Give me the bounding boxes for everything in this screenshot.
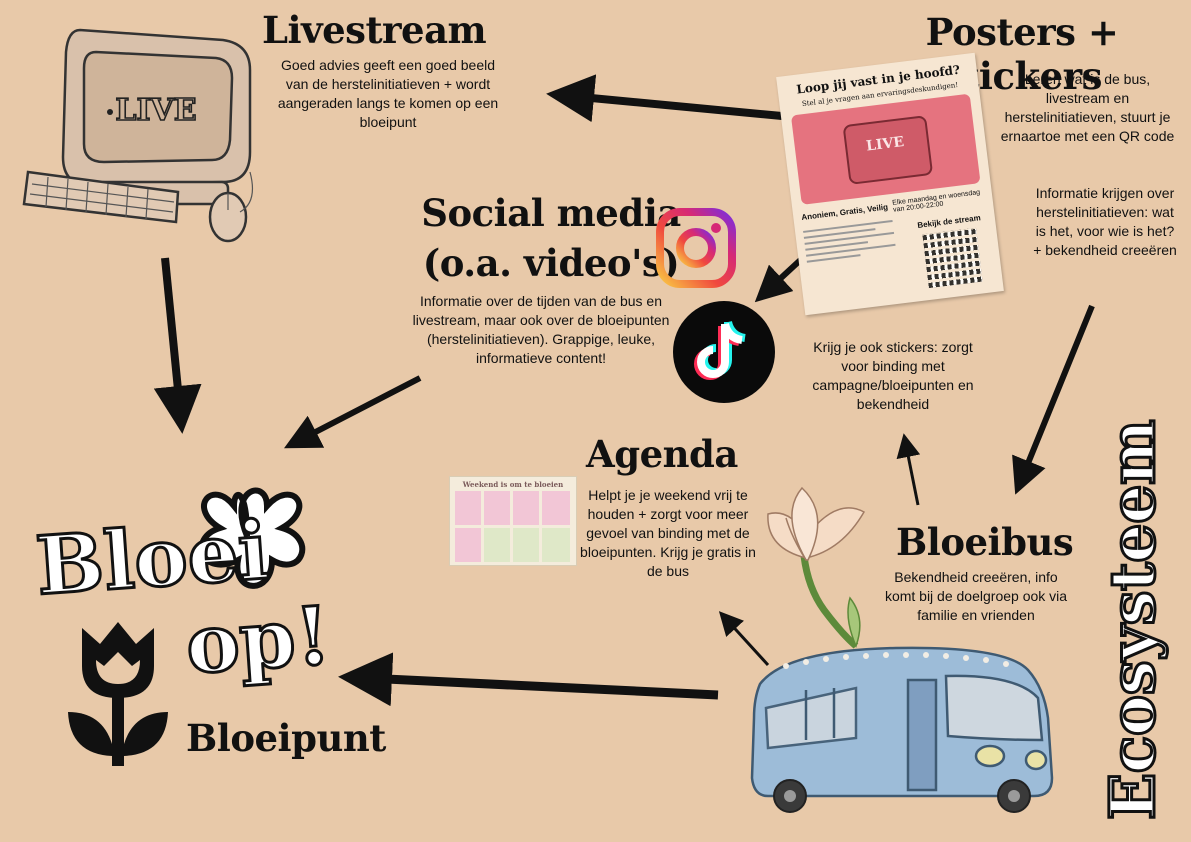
computer-screen-label: LIVE bbox=[115, 93, 196, 128]
flower-outline-icon bbox=[198, 487, 306, 589]
ecosysteem-side-title: Ecosysteem bbox=[1095, 418, 1171, 821]
poster-pink-panel: LIVE bbox=[790, 93, 981, 205]
tulip-icon bbox=[68, 622, 168, 766]
arrow-bus-to-stickers bbox=[896, 433, 921, 506]
arrow-posters-to-livestream bbox=[546, 74, 783, 123]
bloeibus-title: Bloeibus bbox=[896, 520, 1074, 564]
tiktok-icon bbox=[673, 301, 775, 403]
poster-info-2: Elke maandag en woensdag van 20:00-22:00 bbox=[891, 189, 981, 214]
computer-icon: LIVE bbox=[22, 28, 253, 243]
poster-image: Loop jij vast in je hoofd? Stel al je vr… bbox=[776, 52, 1004, 316]
agenda-text: Helpt je je weekend vrij te houden + zor… bbox=[580, 487, 756, 579]
social-text: Informatie over de tijden van de bus en … bbox=[412, 293, 670, 366]
planner-title: Weekend is om te bloeien bbox=[462, 480, 564, 489]
bloeipunt-label: Bloeipunt bbox=[186, 716, 386, 760]
brand-line-2: op! bbox=[181, 587, 335, 694]
livestream-text: Goed advies geeft een goed beeld van de … bbox=[277, 57, 499, 130]
posters-text-2: Informatie krijgen over herstelinitiatie… bbox=[1033, 185, 1177, 258]
social-title-2: (o.a. video's) bbox=[422, 241, 680, 285]
arrow-social-to-bloeipunt bbox=[284, 375, 422, 449]
bus-flower-icon bbox=[750, 486, 1054, 813]
qr-code-icon bbox=[922, 227, 983, 289]
agenda-title: Agenda bbox=[586, 432, 738, 476]
instagram-icon bbox=[656, 208, 736, 288]
agenda-planner-image: Weekend is om te bloeien bbox=[449, 476, 577, 566]
arrow-livestream-to-bloeipunt bbox=[153, 257, 202, 434]
stickers-text: Krijg je ook stickers: zorgt voor bindin… bbox=[812, 339, 974, 412]
livestream-title: Livestream bbox=[262, 8, 487, 52]
arrow-posters-to-bloeibus bbox=[1012, 304, 1095, 495]
arrow-bus-to-bloeipunt bbox=[338, 652, 719, 707]
bloeibus-text: Bekendheid creeëren, info komt bij de do… bbox=[884, 569, 1068, 623]
social-title-1: Social media bbox=[421, 191, 681, 235]
arrow-bus-to-agenda bbox=[718, 611, 770, 667]
posters-text-1: Leren wat is de bus, livestream en herst… bbox=[1000, 71, 1175, 144]
